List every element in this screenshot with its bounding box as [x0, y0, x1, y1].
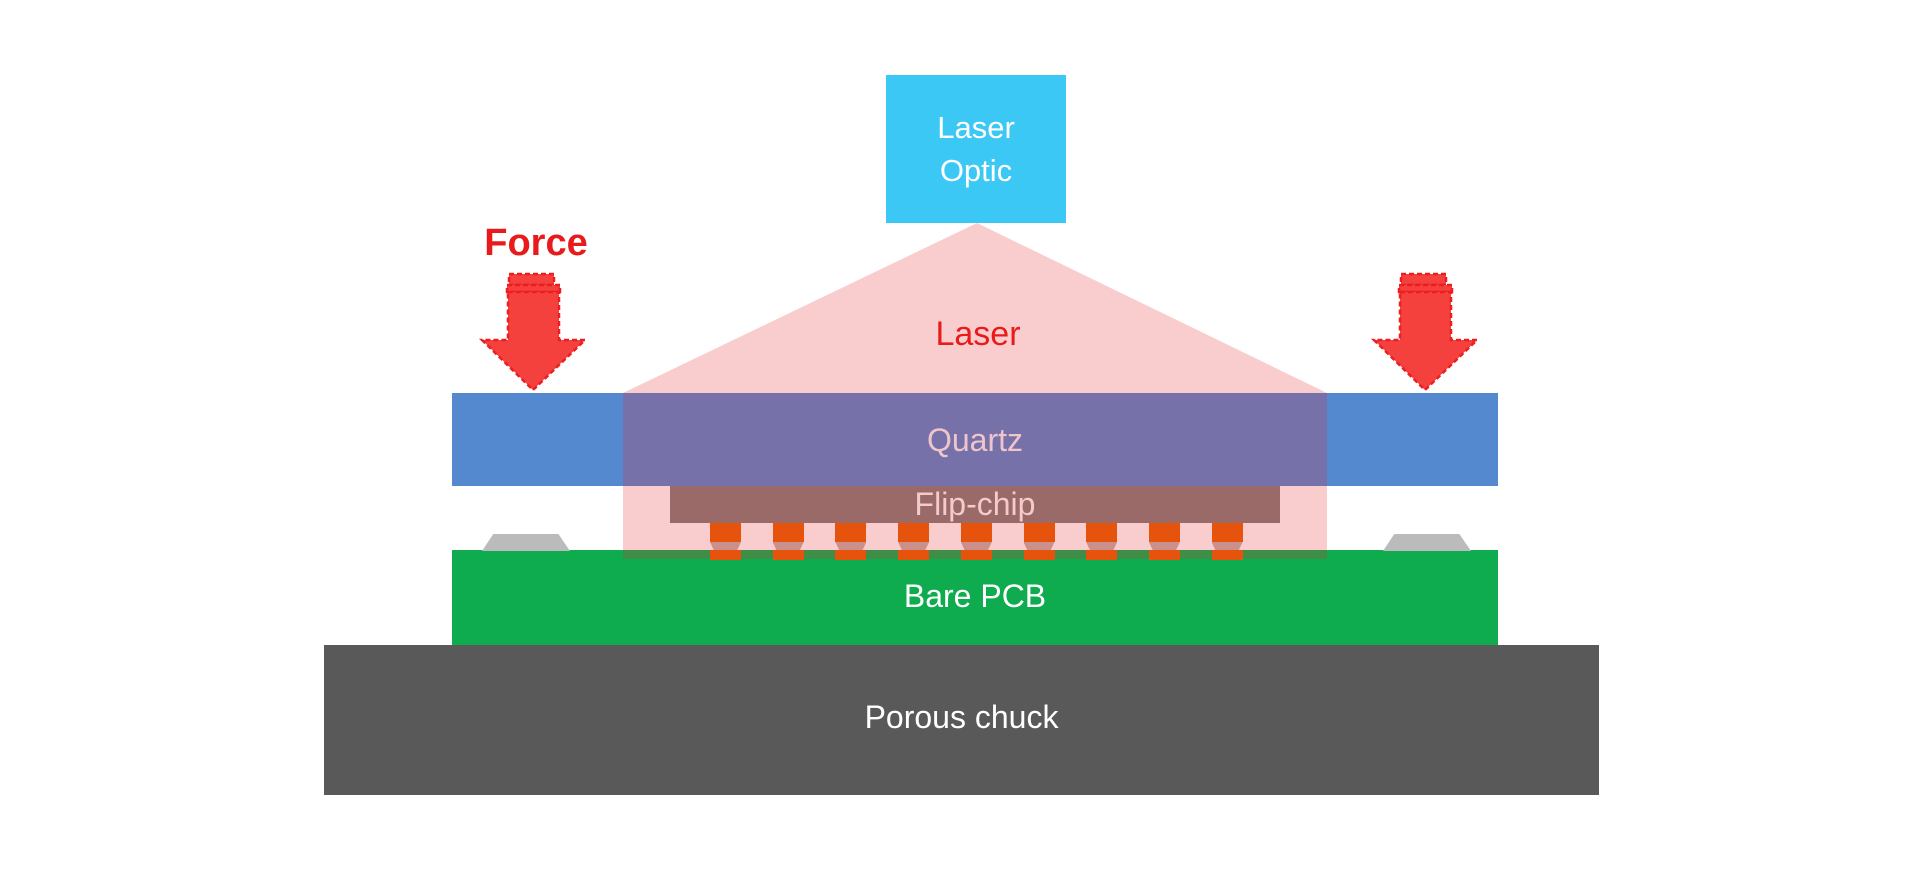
- solder-bump: [772, 523, 804, 560]
- solder-bump: [1211, 523, 1243, 560]
- laser-optic-label-line1: Laser: [937, 110, 1015, 145]
- solder-bump-pad: [710, 550, 741, 560]
- solder-bump: [1148, 523, 1180, 560]
- solder-bump-top: [960, 523, 992, 542]
- solder-bump-pad: [898, 550, 930, 560]
- solder-bump-top: [1211, 523, 1243, 542]
- solder-bump-neck: [1211, 542, 1243, 550]
- laser-optic-box: Laser Optic: [886, 75, 1066, 223]
- solder-bump-top: [1148, 523, 1180, 542]
- support-left: [482, 534, 570, 551]
- solder-bump: [1023, 523, 1055, 560]
- solder-bump: [1086, 523, 1118, 560]
- solder-bump-top: [1023, 523, 1055, 542]
- solder-bump-top: [1086, 523, 1118, 542]
- solder-bump-pad: [1148, 550, 1180, 560]
- quartz-beam-overlap: [623, 393, 1327, 486]
- solder-bump-pad: [1211, 550, 1243, 560]
- solder-bump: [710, 523, 741, 560]
- solder-bump-pad: [772, 550, 804, 560]
- solder-bump-neck: [1023, 542, 1055, 550]
- laser-optic-label-line2: Optic: [939, 153, 1013, 188]
- solder-bump-neck: [772, 542, 804, 550]
- solder-bump: [835, 523, 867, 560]
- force-arrow-left-icon: [478, 272, 588, 392]
- solder-bump-top: [898, 523, 930, 542]
- solder-bump-neck: [960, 542, 992, 550]
- chuck-block: [324, 645, 1599, 795]
- solder-bump-neck: [898, 542, 930, 550]
- solder-bump: [898, 523, 930, 560]
- solder-bump-top: [772, 523, 804, 542]
- solder-bump-top: [835, 523, 867, 542]
- support-right: [1383, 534, 1471, 551]
- laser-beam-cone: [623, 223, 1327, 393]
- force-label: Force: [484, 221, 588, 264]
- force-arrow-right-icon: [1370, 272, 1480, 392]
- solder-bump-pad: [960, 550, 992, 560]
- pcb-block: [452, 550, 1498, 645]
- solder-bump-pad: [835, 550, 867, 560]
- solder-bump-pad: [1023, 550, 1055, 560]
- solder-bump: [960, 523, 992, 560]
- solder-bump-neck: [1148, 542, 1180, 550]
- solder-bump-neck: [710, 542, 741, 550]
- solder-bump-pad: [1086, 550, 1118, 560]
- solder-bump-top: [710, 523, 741, 542]
- flip-chip-block: [670, 486, 1280, 523]
- solder-bump-neck: [1086, 542, 1118, 550]
- solder-bump-neck: [835, 542, 867, 550]
